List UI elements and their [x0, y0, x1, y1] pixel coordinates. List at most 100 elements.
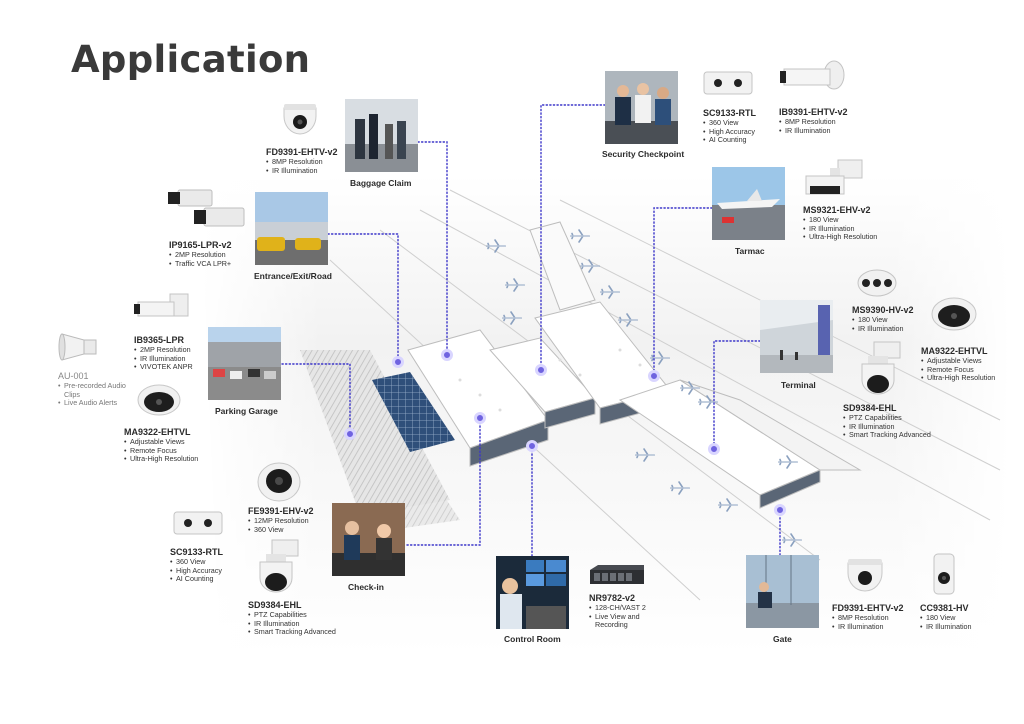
dome-camera-icon: [931, 297, 977, 331]
product-cc9381: CC9381-HV 180 ViewIR Illumination: [920, 603, 972, 631]
feature-item: Adjustable Views: [124, 437, 198, 447]
feature-item: 12MP Resolution: [248, 516, 314, 526]
feature-item: 2MP Resolution: [169, 250, 232, 260]
horn-speaker-icon: [58, 333, 97, 361]
feature-item: IR Illumination: [134, 354, 193, 364]
feature-item: AI Counting: [170, 575, 223, 584]
check-in-photo: [332, 503, 405, 576]
people-counter-camera-icon: [173, 511, 223, 535]
feature-item: 180 View: [852, 315, 914, 325]
product-name: IB9365-LPR: [134, 335, 185, 345]
feature-item: High Accuracy: [703, 127, 756, 137]
feature-item: IR Illumination: [803, 224, 877, 234]
baggage-claim-label: Baggage Claim: [350, 178, 412, 188]
product-ib9365: IB9365-LPR 2MP ResolutionIR Illumination…: [134, 335, 193, 372]
product-name: MA9322-EHTVL: [921, 346, 988, 356]
connector-security: [540, 104, 606, 371]
feature-item: IR Illumination: [266, 166, 338, 176]
product-fd9391-gate: FD9391-EHTV-v2 8MP ResolutionIR Illumina…: [832, 603, 904, 631]
security-checkpoint-photo: [605, 71, 678, 144]
entrance-photo: [255, 192, 328, 265]
gate-label: Gate: [773, 634, 792, 644]
check-in-label: Check-in: [348, 582, 384, 592]
people-counter-camera-icon: [703, 71, 753, 95]
fisheye-camera-icon: [257, 462, 301, 502]
feature-item: Remote Focus: [921, 365, 995, 375]
security-checkpoint-label: Security Checkpoint: [602, 149, 685, 159]
tarmac-label: Tarmac: [735, 246, 765, 256]
cube-camera-icon: [933, 553, 955, 595]
feature-item: 180 View: [803, 215, 877, 225]
feature-item: High Accuracy: [170, 566, 223, 576]
marker-checkin: [474, 412, 486, 424]
marker-control: [526, 440, 538, 452]
marker-tarmac: [648, 370, 660, 382]
nvr-device-icon: [590, 565, 644, 584]
feature-item: Ultra-High Resolution: [803, 233, 877, 242]
product-name: FE9391-EHV-v2: [248, 506, 314, 516]
product-name: MA9322-EHTVL: [124, 427, 191, 437]
connector-checkin: [406, 417, 481, 546]
feature-item: Ultra-High Resolution: [921, 374, 995, 383]
marker-baggage: [441, 349, 453, 361]
product-name: MS9321-EHV-v2: [803, 205, 871, 215]
product-ib9391: IB9391-EHTV-v2 8MP ResolutionIR Illumina…: [779, 107, 848, 135]
product-ma9322-right: MA9322-EHTVL Adjustable ViewsRemote Focu…: [921, 346, 995, 383]
product-name: SC9133-RTL: [170, 547, 224, 557]
product-name: IB9391-EHTV-v2: [779, 107, 848, 117]
connector-tarmac: [653, 207, 713, 377]
dome-camera-icon: [847, 559, 883, 592]
tarmac-photo: [712, 167, 785, 240]
parking-garage-photo: [208, 327, 281, 400]
marker-entrance: [392, 356, 404, 368]
product-name: SD9384-EHL: [843, 403, 897, 413]
terminal-label: Terminal: [781, 380, 816, 390]
product-name: IP9165-LPR-v2: [169, 240, 232, 250]
product-sc9133-right: SC9133-RTL 360 ViewHigh AccuracyAI Count…: [703, 108, 756, 145]
feature-item: Remote Focus: [124, 446, 198, 456]
marker-parking: [344, 428, 356, 440]
feature-item: Live View and Recording: [589, 612, 655, 630]
feature-item: 128-CH/VAST 2: [589, 603, 655, 613]
feature-item: 8MP Resolution: [266, 157, 338, 167]
feature-item: 8MP Resolution: [832, 613, 904, 623]
feature-item: Smart Tracking Advanced: [843, 431, 931, 440]
product-fe9391: FE9391-EHV-v2 12MP Resolution360 View: [248, 506, 314, 534]
feature-item: Adjustable Views: [921, 356, 995, 366]
panoramic-camera-icon: [857, 269, 897, 297]
product-name: CC9381-HV: [920, 603, 969, 613]
connector-terminal: [713, 340, 761, 450]
bullet-camera-icon: [780, 60, 845, 90]
marker-terminal: [708, 443, 720, 455]
product-name: FD9391-EHTV-v2: [832, 603, 904, 613]
product-name: SD9384-EHL: [248, 600, 302, 610]
feature-item: PTZ Capabilities: [843, 413, 931, 423]
ptz-camera-icon: [861, 341, 901, 395]
feature-item: 360 View: [170, 557, 223, 567]
product-name: FD9391-EHTV-v2: [266, 147, 338, 157]
product-ms9390: MS9390-HV-v2 180 ViewIR Illumination: [852, 305, 914, 333]
feature-item: 360 View: [248, 525, 314, 535]
feature-item: Live Audio Alerts: [58, 399, 128, 408]
feature-item: IR Illumination: [852, 324, 914, 334]
product-au001: AU-001 Pre-recorded Audio ClipsLive Audi…: [58, 371, 128, 408]
product-name: AU-001: [58, 371, 89, 381]
connector-baggage: [417, 141, 448, 356]
feature-item: 360 View: [703, 118, 756, 128]
feature-item: IR Illumination: [920, 622, 972, 632]
product-sc9133-left: SC9133-RTL 360 ViewHigh AccuracyAI Count…: [170, 547, 223, 584]
dome-camera-icon: [283, 104, 317, 135]
product-sd9384-left: SD9384-EHL PTZ CapabilitiesIR Illuminati…: [248, 600, 336, 637]
feature-item: VIVOTEK ANPR: [134, 363, 193, 372]
product-ip9165: IP9165-LPR-v2 2MP ResolutionTraffic VCA …: [169, 240, 232, 268]
product-name: MS9390-HV-v2: [852, 305, 914, 315]
feature-item: IR Illumination: [832, 622, 904, 632]
product-name: NR9782-v2: [589, 593, 636, 603]
page-title: Application: [71, 38, 311, 81]
feature-item: Pre-recorded Audio Clips: [58, 381, 128, 399]
product-ma9322-left: MA9322-EHTVL Adjustable ViewsRemote Focu…: [124, 427, 198, 464]
feature-item: Ultra-High Resolution: [124, 455, 198, 464]
feature-item: IR Illumination: [843, 422, 931, 432]
box-camera-icon: [168, 189, 245, 227]
terminal-photo: [760, 300, 833, 373]
